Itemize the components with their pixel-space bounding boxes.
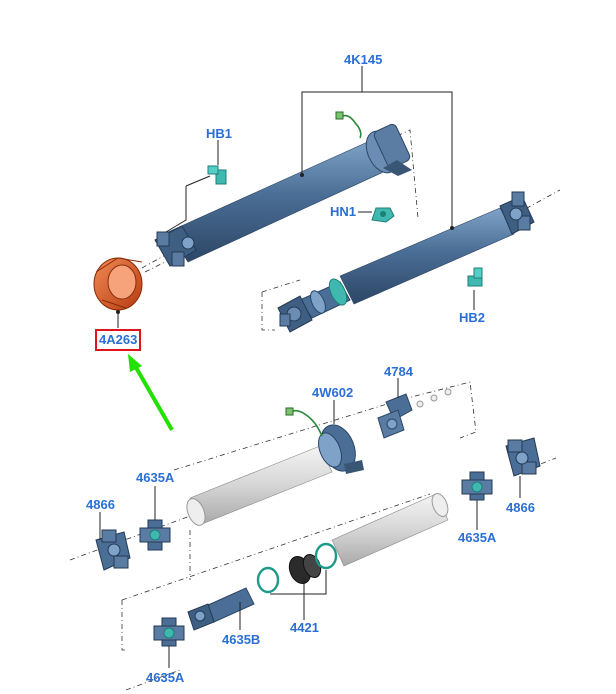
- callout-4k145[interactable]: 4K145: [344, 52, 383, 67]
- upper-front-yoke[interactable]: [154, 225, 197, 267]
- callout-4635b[interactable]: 4635B: [222, 632, 261, 647]
- callout-4784[interactable]: 4784: [384, 364, 413, 379]
- lower-assembly-frame: [69, 381, 557, 691]
- callout-hb2[interactable]: HB2: [459, 310, 486, 325]
- clamp-ring-left[interactable]: [256, 566, 280, 594]
- callout-4421[interactable]: 4421: [290, 620, 319, 635]
- nut-hn1[interactable]: [371, 207, 395, 223]
- leader-lines-lower: [99, 378, 521, 668]
- universal-joint-4635a-right[interactable]: [461, 471, 493, 501]
- universal-joint-4635a-left[interactable]: [139, 519, 171, 551]
- callout-4a263-highlighted[interactable]: 4A263: [95, 329, 142, 351]
- upper-rear-yoke-right[interactable]: [499, 191, 535, 235]
- yoke-flange-4784[interactable]: [377, 388, 452, 439]
- slip-yoke-4635b[interactable]: [187, 587, 255, 631]
- callout-4635a-bottom[interactable]: 4635A: [146, 670, 185, 685]
- clamp-ring-right[interactable]: [314, 542, 338, 570]
- callout-4866-right[interactable]: 4866: [506, 500, 535, 515]
- green-pointer-arrow: [128, 354, 174, 431]
- upper-rear-yoke-left[interactable]: [277, 295, 313, 333]
- universal-joint-4635a-bottom[interactable]: [153, 617, 185, 647]
- rear-propshaft-lower-grey[interactable]: [331, 491, 451, 567]
- bolt-hb2[interactable]: [467, 267, 483, 287]
- callout-4635a-left[interactable]: 4635A: [136, 470, 175, 485]
- leader-lines-upper: [116, 66, 475, 328]
- callout-4866-left[interactable]: 4866: [86, 497, 115, 512]
- boot-4421[interactable]: [285, 552, 323, 587]
- callout-4635a-right[interactable]: 4635A: [458, 530, 497, 545]
- isolator-ring-4a263[interactable]: [93, 257, 166, 311]
- center-bearing-4w602[interactable]: [285, 407, 364, 476]
- callout-4w602[interactable]: 4W602: [312, 385, 354, 400]
- rear-propshaft-4k145-rear[interactable]: [277, 191, 535, 333]
- front-propshaft-lower-grey[interactable]: [183, 445, 333, 528]
- companion-flange-4866-left[interactable]: [95, 529, 131, 571]
- bolt-hb1[interactable]: [207, 165, 227, 185]
- callout-hn1[interactable]: HN1: [330, 204, 357, 219]
- front-propshaft-4k145-front[interactable]: [154, 111, 412, 267]
- callout-hb1[interactable]: HB1: [206, 126, 233, 141]
- companion-flange-4866-right[interactable]: [505, 437, 541, 477]
